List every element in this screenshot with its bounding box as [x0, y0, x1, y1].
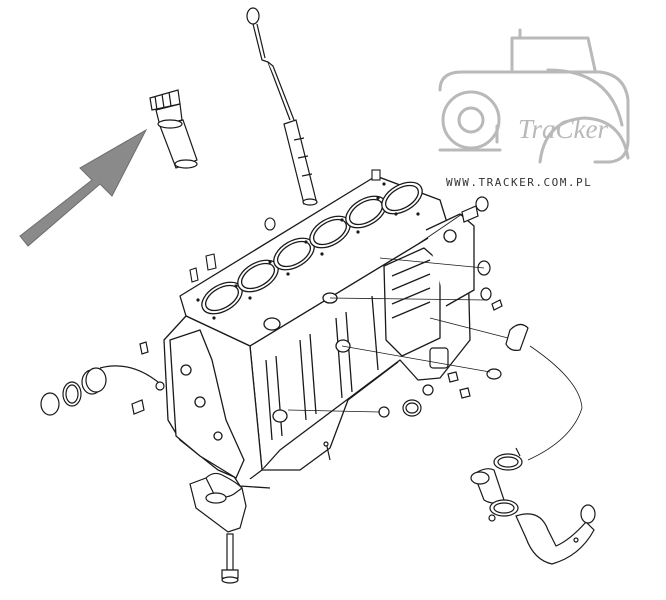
leader-lines — [287, 213, 583, 461]
front-seal-rings — [40, 341, 165, 416]
block-plug — [189, 169, 381, 283]
tractor-logo-icon — [438, 28, 630, 164]
oil-dipstick — [246, 7, 318, 206]
injector-sleeve — [149, 89, 198, 169]
main-bearing-bolt — [221, 533, 239, 584]
cylinder-block — [163, 175, 475, 489]
watermark-brand: TraCker — [518, 114, 609, 144]
coolant-hose-assembly — [470, 447, 596, 565]
pointer-arrow-icon — [19, 128, 148, 247]
main-bearing-cap — [189, 472, 247, 533]
right-fittings — [323, 196, 529, 461]
watermark-url: WWW.TRACKER.COM.PL — [446, 176, 592, 189]
